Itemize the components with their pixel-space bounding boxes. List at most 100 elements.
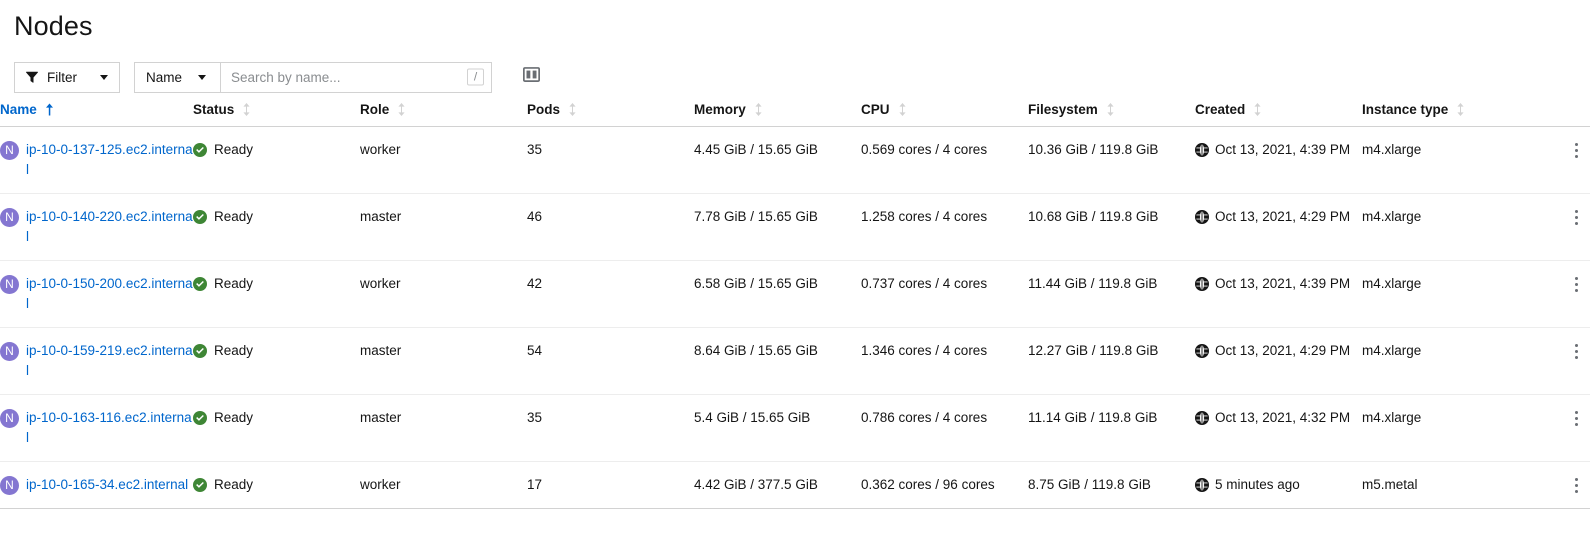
- node-resource-badge-icon: N: [0, 409, 19, 428]
- node-name-link[interactable]: ip-10-0-165-34.ec2.internal: [26, 477, 189, 492]
- status-label: Ready: [214, 276, 254, 291]
- funnel-icon: [26, 71, 38, 83]
- column-header-cpu[interactable]: CPU: [861, 102, 1028, 127]
- created-timestamp: Oct 13, 2021, 4:39 PM: [1215, 142, 1351, 157]
- sort-arrows-icon: [242, 102, 251, 117]
- search-attribute-dropdown[interactable]: Name: [134, 61, 220, 93]
- cell-instance-type: m4.xlarge: [1362, 126, 1537, 194]
- sort-arrows-icon: [397, 102, 406, 117]
- node-name-link[interactable]: ip-10-0-159-219.ec2.internal: [26, 343, 193, 378]
- page-title: Nodes: [14, 11, 93, 41]
- cell-filesystem: 10.68 GiB / 119.8 GiB: [1028, 193, 1195, 261]
- sort-arrows-icon: [1456, 102, 1465, 117]
- status-label: Ready: [214, 343, 254, 358]
- created-timestamp: 5 minutes ago: [1215, 477, 1300, 492]
- created-timestamp: Oct 13, 2021, 4:29 PM: [1215, 209, 1351, 224]
- table-body: N ip-10-0-137-125.ec2.internal Ready wor…: [0, 126, 1590, 509]
- sort-arrows-icon: [754, 102, 763, 117]
- cell-instance-type: m4.xlarge: [1362, 327, 1537, 395]
- kebab-menu-icon[interactable]: [1562, 274, 1590, 292]
- created-timestamp: Oct 13, 2021, 4:32 PM: [1215, 410, 1351, 425]
- column-header-memory[interactable]: Memory: [694, 102, 861, 127]
- search-group: Name /: [134, 61, 492, 93]
- sort-arrows-icon: [1253, 102, 1262, 117]
- node-resource-badge-icon: N: [0, 476, 19, 495]
- cell-instance-type: m4.xlarge: [1362, 394, 1537, 462]
- cell-status: Ready: [193, 126, 360, 194]
- column-header-label: Pods: [527, 102, 561, 117]
- cell-actions: [1537, 193, 1590, 261]
- cell-status: Ready: [193, 327, 360, 395]
- cell-role: worker: [360, 126, 527, 194]
- kebab-menu-icon[interactable]: [1562, 408, 1590, 426]
- column-header-created[interactable]: Created: [1195, 102, 1362, 127]
- column-header-label: Created: [1195, 102, 1246, 117]
- status-label: Ready: [214, 209, 254, 224]
- column-header-filesystem[interactable]: Filesystem: [1028, 102, 1195, 127]
- cell-instance-type: m4.xlarge: [1362, 260, 1537, 328]
- globe-icon: [1195, 207, 1209, 224]
- cell-name: N ip-10-0-163-116.ec2.internal: [0, 394, 193, 462]
- cell-status: Ready: [193, 394, 360, 462]
- cell-memory: 4.45 GiB / 15.65 GiB: [694, 126, 861, 194]
- cell-status: Ready: [193, 193, 360, 261]
- globe-icon: [1195, 475, 1209, 492]
- search-attribute-label: Name: [146, 69, 183, 85]
- cell-pods: 54: [527, 327, 694, 395]
- node-name-link[interactable]: ip-10-0-137-125.ec2.internal: [26, 142, 193, 177]
- filter-dropdown[interactable]: Filter: [14, 61, 120, 93]
- cell-actions: [1537, 126, 1590, 194]
- cell-memory: 6.58 GiB / 15.65 GiB: [694, 260, 861, 328]
- cell-cpu: 1.258 cores / 4 cores: [861, 193, 1028, 261]
- cell-created: Oct 13, 2021, 4:29 PM: [1195, 193, 1362, 261]
- node-name-link[interactable]: ip-10-0-163-116.ec2.internal: [26, 410, 192, 445]
- node-name-link[interactable]: ip-10-0-150-200.ec2.internal: [26, 276, 193, 311]
- node-name-link[interactable]: ip-10-0-140-220.ec2.internal: [26, 209, 193, 244]
- kebab-menu-icon[interactable]: [1562, 341, 1590, 359]
- cell-actions: [1537, 461, 1590, 509]
- cell-filesystem: 12.27 GiB / 119.8 GiB: [1028, 327, 1195, 395]
- sort-arrows-icon: [1106, 102, 1115, 117]
- created-timestamp: Oct 13, 2021, 4:39 PM: [1215, 276, 1351, 291]
- column-header-name[interactable]: Name: [0, 102, 193, 127]
- column-header-role[interactable]: Role: [360, 102, 527, 127]
- column-management-button[interactable]: [518, 64, 544, 90]
- globe-icon: [1195, 408, 1209, 425]
- table-row: N ip-10-0-150-200.ec2.internal Ready wor…: [0, 260, 1590, 328]
- cell-actions: [1537, 394, 1590, 462]
- cell-filesystem: 8.75 GiB / 119.8 GiB: [1028, 461, 1195, 509]
- cell-role: worker: [360, 260, 527, 328]
- cell-cpu: 0.569 cores / 4 cores: [861, 126, 1028, 194]
- chevron-down-icon: [100, 74, 108, 80]
- filter-label: Filter: [47, 69, 77, 85]
- column-header-instance-type[interactable]: Instance type: [1362, 102, 1537, 127]
- kebab-menu-icon[interactable]: [1562, 140, 1590, 158]
- nodes-table: Name Status: [0, 102, 1590, 509]
- globe-icon: [1195, 341, 1209, 358]
- cell-instance-type: m5.metal: [1362, 461, 1537, 509]
- created-timestamp: Oct 13, 2021, 4:29 PM: [1215, 343, 1351, 358]
- check-circle-icon: [193, 277, 207, 291]
- column-header-pods[interactable]: Pods: [527, 102, 694, 127]
- toolbar: Filter Name /: [0, 40, 1590, 94]
- cell-created: Oct 13, 2021, 4:32 PM: [1195, 394, 1362, 462]
- cell-pods: 35: [527, 126, 694, 194]
- cell-filesystem: 11.14 GiB / 119.8 GiB: [1028, 394, 1195, 462]
- search-input[interactable]: [221, 62, 491, 92]
- node-resource-badge-icon: N: [0, 275, 19, 294]
- cell-role: worker: [360, 461, 527, 509]
- search-box: /: [220, 61, 492, 93]
- globe-icon: [1195, 274, 1209, 291]
- check-circle-icon: [193, 478, 207, 492]
- kebab-menu-icon[interactable]: [1562, 207, 1590, 225]
- status-label: Ready: [214, 142, 254, 157]
- kebab-menu-icon[interactable]: [1562, 475, 1590, 493]
- column-header-label: Memory: [694, 102, 746, 117]
- node-resource-badge-icon: N: [0, 342, 19, 361]
- column-header-status[interactable]: Status: [193, 102, 360, 127]
- column-header-label: Filesystem: [1028, 102, 1098, 117]
- table-header: Name Status: [0, 102, 1590, 127]
- table-row: N ip-10-0-137-125.ec2.internal Ready wor…: [0, 126, 1590, 194]
- status-label: Ready: [214, 477, 254, 492]
- cell-role: master: [360, 394, 527, 462]
